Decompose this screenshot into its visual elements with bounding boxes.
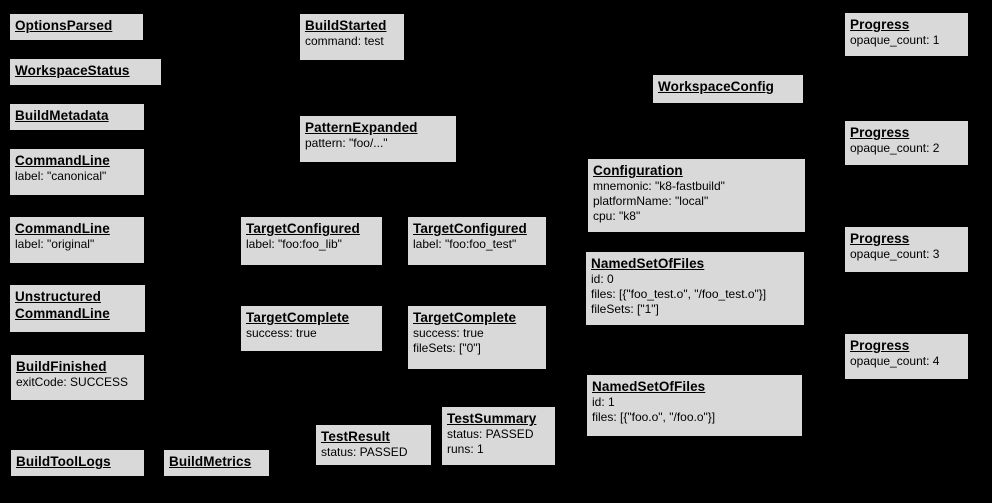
event-node-title: Unstructured CommandLine — [15, 289, 110, 321]
event-node-detail: cpu: "k8" — [593, 209, 641, 223]
event-node-detail: id: 0 — [591, 272, 614, 286]
event-node-detail: fileSets: ["1"] — [591, 302, 659, 316]
event-node-title: PatternExpanded — [305, 120, 418, 135]
event-node-title: TargetConfigured — [246, 221, 360, 236]
event-node-detail: label: "foo:foo_lib" — [246, 237, 342, 251]
event-node-title: BuildMetadata — [15, 108, 109, 123]
event-node-title: NamedSetOfFiles — [591, 256, 705, 271]
event-node-detail: label: "foo:foo_test" — [413, 237, 517, 251]
event-node-detail: opaque_count: 4 — [850, 354, 940, 368]
event-node-title: CommandLine — [15, 153, 110, 168]
event-node-title: TargetComplete — [246, 310, 350, 325]
event-node-title: CommandLine — [15, 221, 110, 236]
event-node-detail: runs: 1 — [447, 442, 484, 456]
event-node-title: Configuration — [593, 163, 683, 178]
event-node-detail: exitCode: SUCCESS — [16, 375, 129, 389]
event-node-detail: status: PASSED — [321, 445, 408, 459]
event-node-detail: opaque_count: 2 — [850, 141, 940, 155]
event-node-title: TargetComplete — [413, 310, 517, 325]
event-node-detail: success: true — [413, 326, 484, 340]
event-node-detail: mnemonic: "k8-fastbuild" — [593, 179, 725, 193]
event-node-workspace-config: WorkspaceConfig — [652, 74, 804, 104]
event-node-detail: label: "original" — [15, 237, 95, 251]
event-node-detail: files: [{"foo_test.o", "/foo_test.o"}] — [591, 287, 767, 301]
event-node-detail: success: true — [246, 326, 317, 340]
event-node-title: OptionsParsed — [15, 18, 113, 33]
event-node-detail: platformName: "local" — [593, 194, 709, 208]
event-node-detail: command: test — [305, 34, 384, 48]
event-node-title: BuildStarted — [305, 18, 387, 33]
event-node-detail: opaque_count: 3 — [850, 247, 940, 261]
event-node-title: TestResult — [321, 429, 391, 444]
event-node-title: Progress — [850, 338, 910, 353]
event-node-build-tool-logs: BuildToolLogs — [10, 449, 145, 477]
event-node-build-metrics: BuildMetrics — [163, 449, 270, 477]
event-node-title: BuildFinished — [16, 359, 107, 374]
event-node-title: Progress — [850, 17, 910, 32]
event-node-build-metadata: BuildMetadata — [9, 103, 145, 131]
event-node-detail: label: "canonical" — [15, 169, 107, 183]
event-node-title: TestSummary — [447, 411, 537, 426]
event-node-detail: fileSets: ["0"] — [413, 341, 481, 355]
event-node-detail: status: PASSED — [447, 427, 534, 441]
event-node-detail: files: [{"foo.o", "/foo.o"}] — [592, 410, 716, 424]
event-node-detail: id: 1 — [592, 395, 615, 409]
event-node-workspace-status: WorkspaceStatus — [9, 58, 162, 86]
event-node-detail: opaque_count: 1 — [850, 33, 940, 47]
event-node-title: Progress — [850, 231, 910, 246]
event-node-title: WorkspaceStatus — [15, 63, 130, 78]
event-node-unstructured-command-line: Unstructured CommandLine — [9, 284, 146, 333]
event-node-detail: pattern: "foo/..." — [305, 136, 388, 150]
event-node-title: TargetConfigured — [413, 221, 527, 236]
event-node-title: Progress — [850, 125, 910, 140]
event-node-title: NamedSetOfFiles — [592, 379, 706, 394]
event-node-title: WorkspaceConfig — [658, 79, 775, 94]
event-node-title: BuildMetrics — [169, 454, 252, 469]
event-node-options-parsed: OptionsParsed — [9, 13, 144, 41]
event-node-title: BuildToolLogs — [16, 454, 111, 469]
